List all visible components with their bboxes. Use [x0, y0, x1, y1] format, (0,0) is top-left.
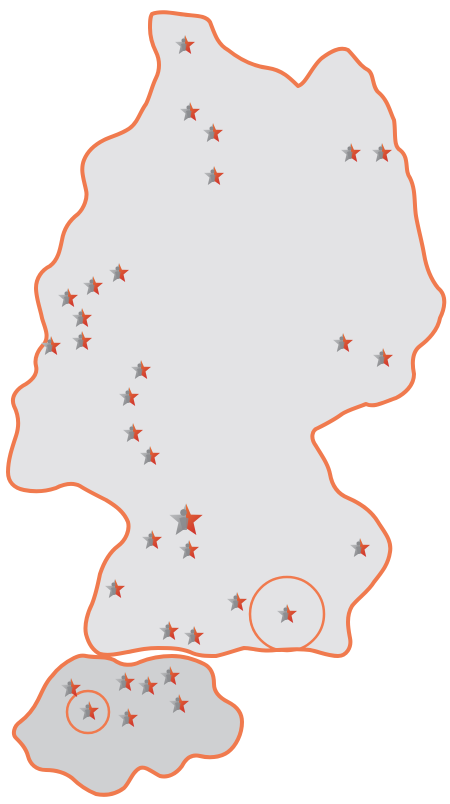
- highlight-ring-basel[interactable]: [65, 689, 111, 735]
- switzerland-region: [11, 653, 244, 797]
- germany-region: [6, 10, 447, 658]
- highlight-ring-munich[interactable]: [248, 575, 326, 653]
